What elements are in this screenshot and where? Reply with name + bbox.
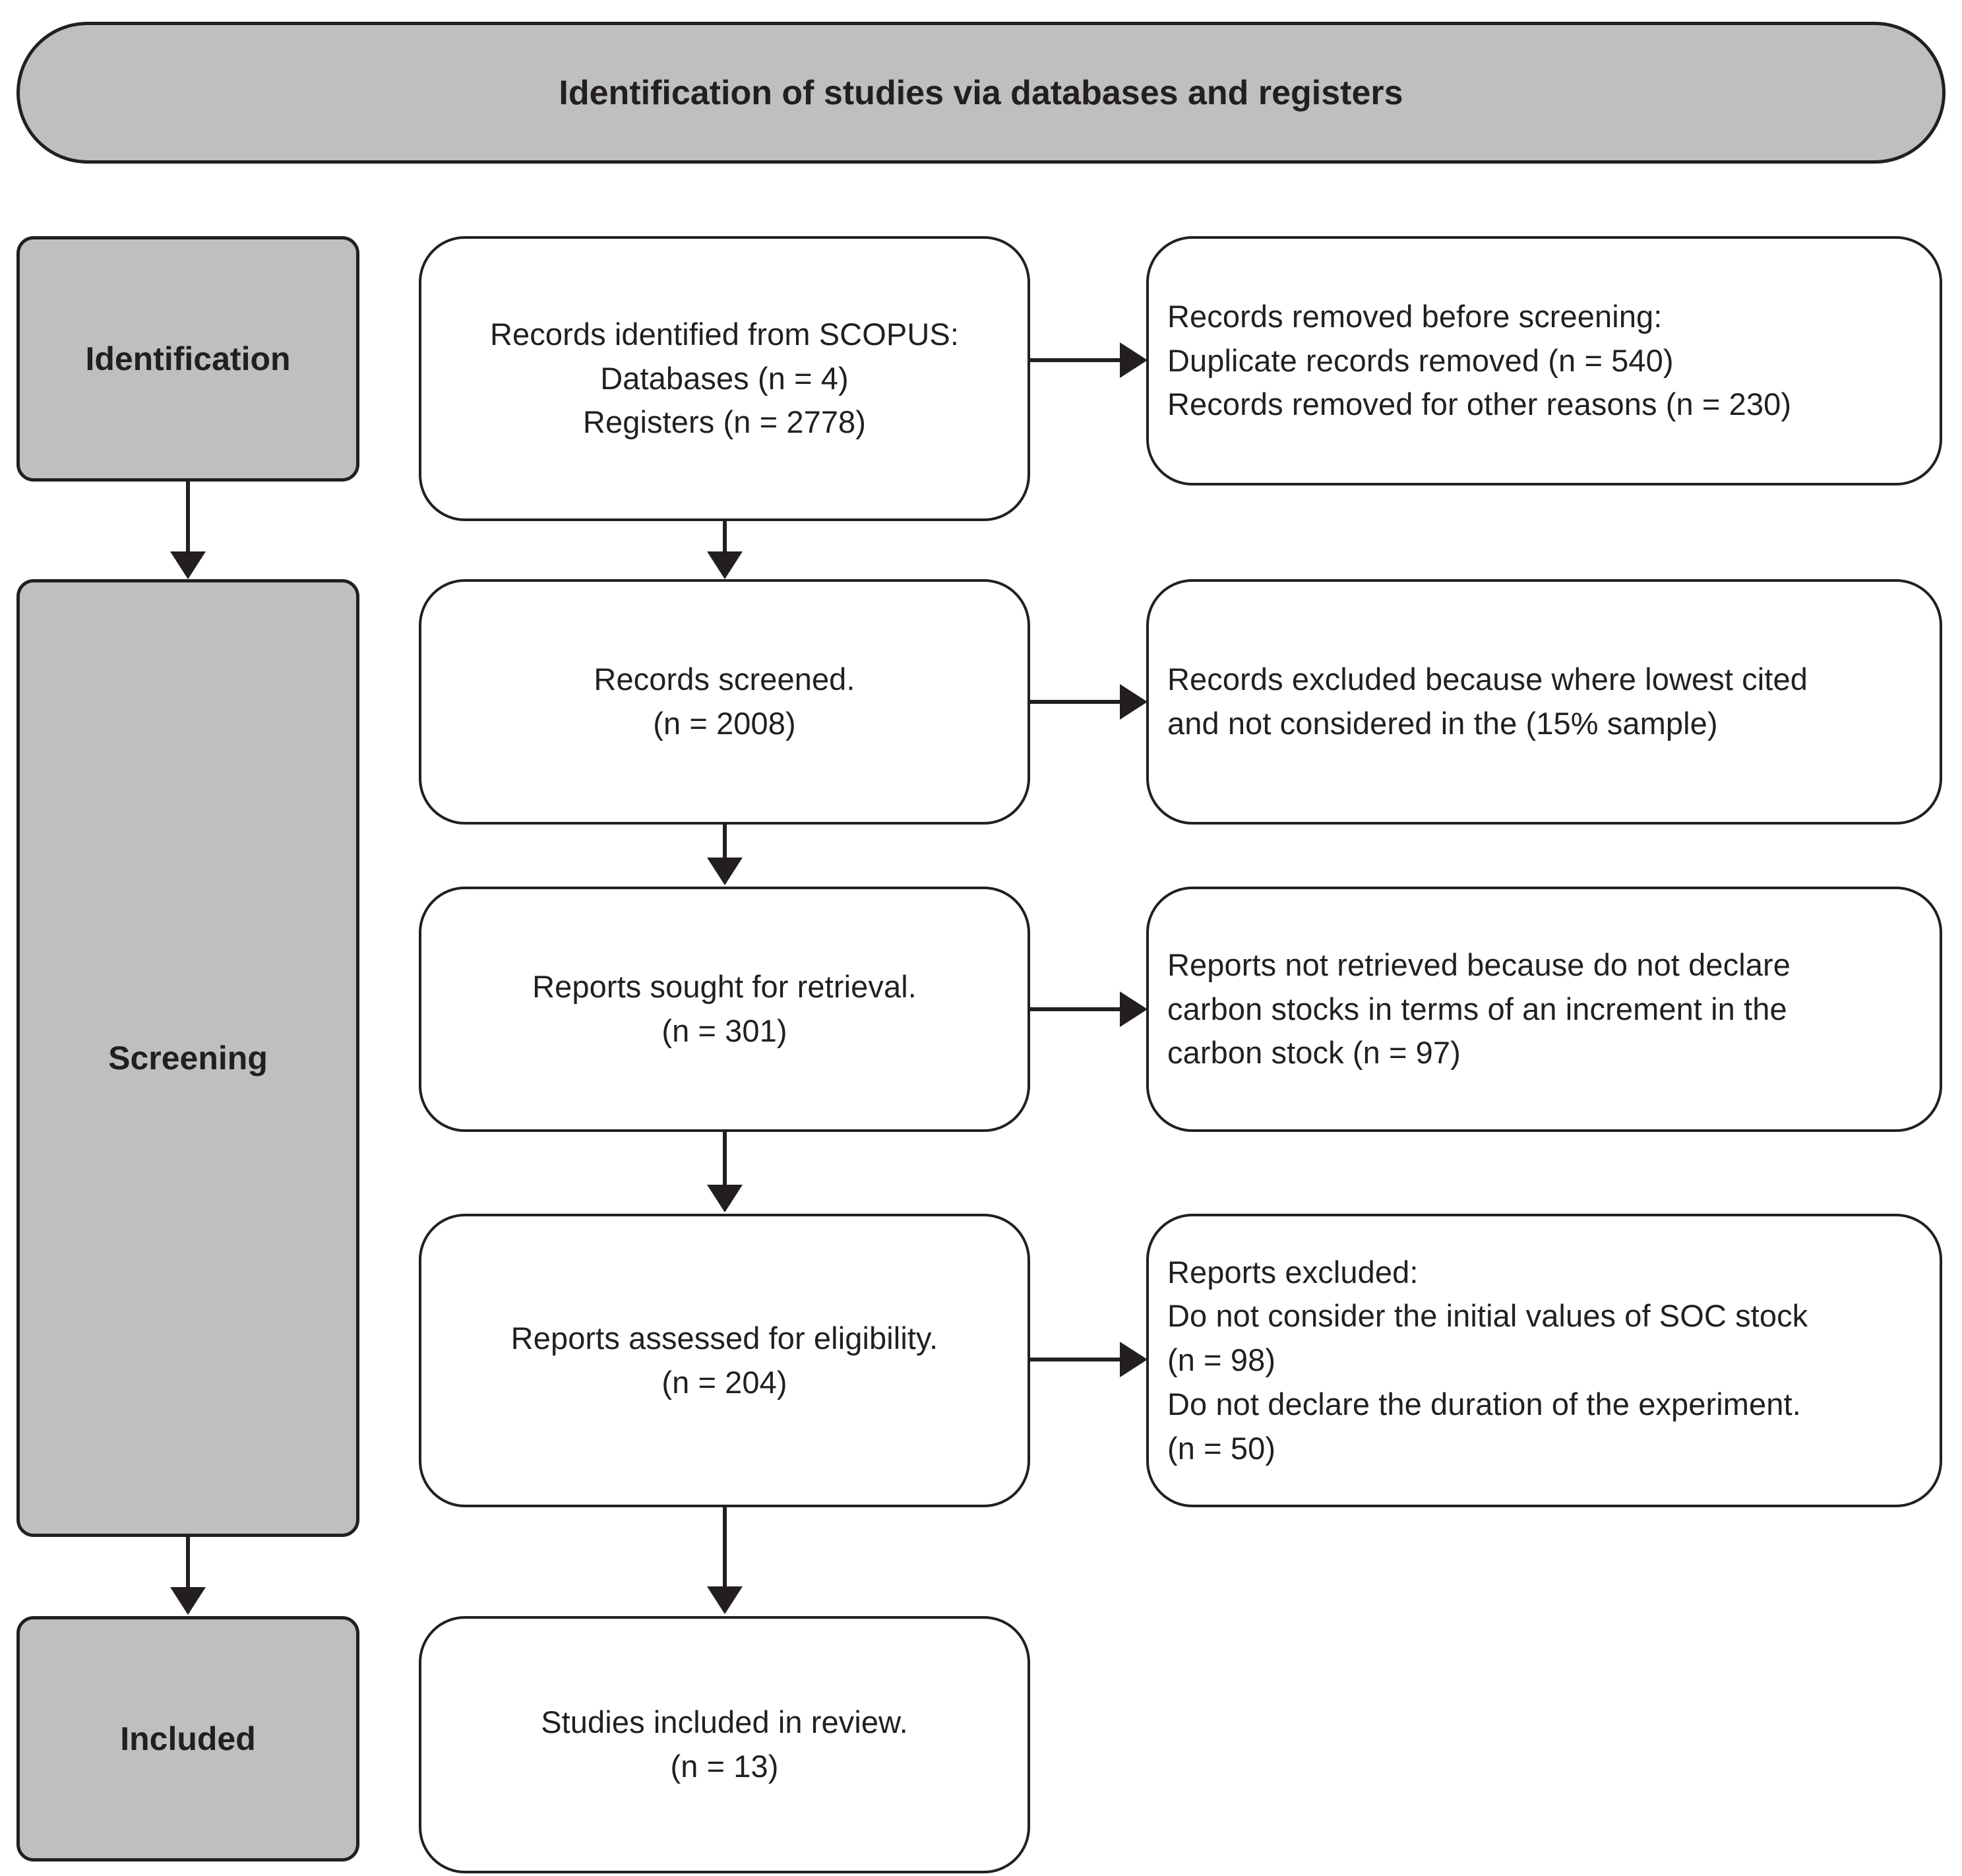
arrowhead-screening-to-included — [170, 1587, 206, 1615]
reports-not-retrieved-line1: Reports not retrieved because do not dec… — [1167, 947, 1791, 982]
diagram-header-banner: Identification of studies via databases … — [16, 22, 1946, 164]
arrowhead-sought-to-not-retrieved — [1120, 991, 1148, 1027]
arrowhead-sought-to-assessed — [707, 1185, 743, 1212]
reports-excluded-line1: Reports excluded: — [1167, 1254, 1419, 1290]
stage-box-screening: Screening — [16, 579, 359, 1537]
box-studies-included: Studies included in review. (n = 13) — [419, 1616, 1030, 1873]
stage-box-included: Included — [16, 1616, 359, 1861]
connector-assessed-to-included — [723, 1507, 727, 1588]
box-reports-excluded: Reports excluded: Do not consider the in… — [1146, 1214, 1942, 1507]
connector-sought-to-assessed — [723, 1132, 727, 1186]
arrowhead-identified-to-screened — [707, 551, 743, 579]
records-removed-line1: Records removed before screening: — [1167, 298, 1663, 334]
stage-box-identification: Identification — [16, 236, 359, 482]
reports-excluded-line2: Do not consider the initial values of SO… — [1167, 1298, 1808, 1334]
reports-excluded-line4: Do not declare the duration of the exper… — [1167, 1386, 1801, 1422]
stage-label-included: Included — [120, 1720, 256, 1757]
arrowhead-identified-to-removed — [1120, 342, 1148, 378]
connector-identification-to-screening — [186, 482, 190, 553]
box-reports-assessed: Reports assessed for eligibility. (n = 2… — [419, 1214, 1030, 1507]
connector-assessed-to-reports-excluded — [1030, 1358, 1122, 1361]
reports-excluded-line5: (n = 50) — [1167, 1430, 1276, 1466]
reports-sought-line1: Reports sought for retrieval. — [532, 969, 917, 1005]
connector-identified-to-screened — [723, 521, 727, 553]
reports-assessed-line2: (n = 204) — [661, 1364, 787, 1400]
connector-screened-to-excluded — [1030, 700, 1122, 704]
arrowhead-screened-to-sought — [707, 858, 743, 885]
records-identified-line2: Databases (n = 4) — [600, 360, 849, 396]
reports-excluded-line3: (n = 98) — [1167, 1342, 1276, 1378]
connector-identified-to-removed — [1030, 358, 1122, 362]
box-records-removed: Records removed before screening: Duplic… — [1146, 236, 1942, 485]
box-records-identified: Records identified from SCOPUS: Database… — [419, 236, 1030, 521]
reports-not-retrieved-line2: carbon stocks in terms of an increment i… — [1167, 991, 1787, 1026]
records-screened-line1: Records screened. — [594, 662, 855, 697]
reports-not-retrieved-line3: carbon stock (n = 97) — [1167, 1035, 1461, 1071]
reports-sought-line2: (n = 301) — [661, 1013, 787, 1048]
arrowhead-identification-to-screening — [170, 551, 206, 579]
box-reports-not-retrieved: Reports not retrieved because do not dec… — [1146, 887, 1942, 1132]
records-excluded-line2: and not considered in the (15% sample) — [1167, 706, 1718, 741]
stage-label-identification: Identification — [85, 340, 291, 377]
records-excluded-line1: Records excluded because where lowest ci… — [1167, 662, 1808, 697]
connector-screening-to-included — [186, 1537, 190, 1588]
records-removed-line2: Duplicate records removed (n = 540) — [1167, 342, 1674, 378]
studies-included-line2: (n = 13) — [670, 1749, 779, 1784]
arrowhead-screened-to-excluded — [1120, 684, 1148, 720]
records-screened-line2: (n = 2008) — [653, 706, 796, 741]
box-records-excluded: Records excluded because where lowest ci… — [1146, 579, 1942, 825]
records-identified-line3: Registers (n = 2778) — [582, 404, 867, 440]
connector-sought-to-not-retrieved — [1030, 1007, 1122, 1011]
records-identified-line1: Records identified from SCOPUS: — [490, 316, 959, 352]
arrowhead-assessed-to-included — [707, 1586, 743, 1614]
reports-assessed-line1: Reports assessed for eligibility. — [510, 1320, 938, 1356]
box-records-screened: Records screened. (n = 2008) — [419, 579, 1030, 825]
box-reports-sought: Reports sought for retrieval. (n = 301) — [419, 887, 1030, 1132]
diagram-title: Identification of studies via databases … — [559, 73, 1403, 112]
connector-screened-to-sought — [723, 825, 727, 859]
arrowhead-assessed-to-reports-excluded — [1120, 1342, 1148, 1377]
records-removed-line3: Records removed for other reasons (n = 2… — [1167, 387, 1792, 422]
studies-included-line1: Studies included in review. — [541, 1704, 908, 1740]
stage-label-screening: Screening — [108, 1040, 268, 1077]
